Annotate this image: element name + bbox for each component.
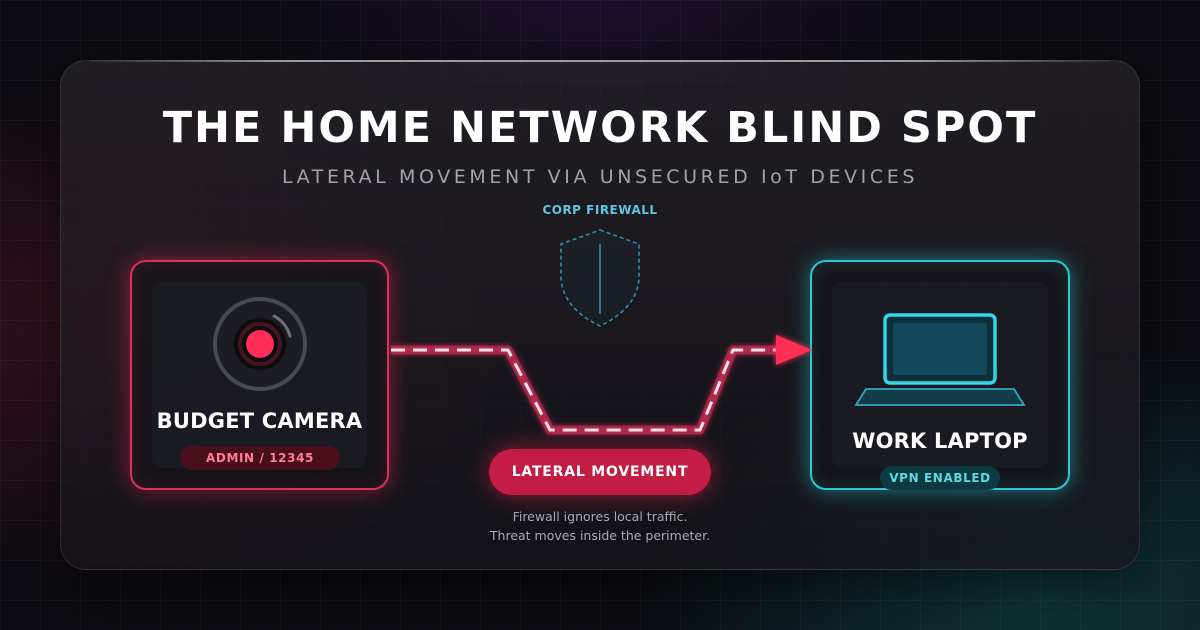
credentials-badge: ADMIN / 12345 (180, 446, 340, 470)
target-device-name: WORK LAPTOP (852, 429, 1028, 453)
laptop-icon (854, 313, 1026, 406)
shield-icon (560, 229, 640, 327)
page-title: THE HOME NETWORK BLIND SPOT (162, 103, 1038, 153)
path-note-line: Threat moves inside the perimeter. (489, 528, 711, 543)
source-device-name: BUDGET CAMERA (156, 409, 363, 433)
path-note-line: Firewall ignores local traffic. (512, 509, 688, 524)
camera-icon (213, 297, 307, 391)
firewall-label: CORP FIREWALL (542, 203, 658, 217)
lateral-movement-label: LATERAL MOVEMENT (489, 449, 711, 495)
page-subtitle: LATERAL MOVEMENT VIA UNSECURED IoT DEVIC… (282, 166, 918, 188)
vpn-badge: VPN ENABLED (880, 466, 1000, 490)
panel-highlight (90, 60, 1110, 62)
